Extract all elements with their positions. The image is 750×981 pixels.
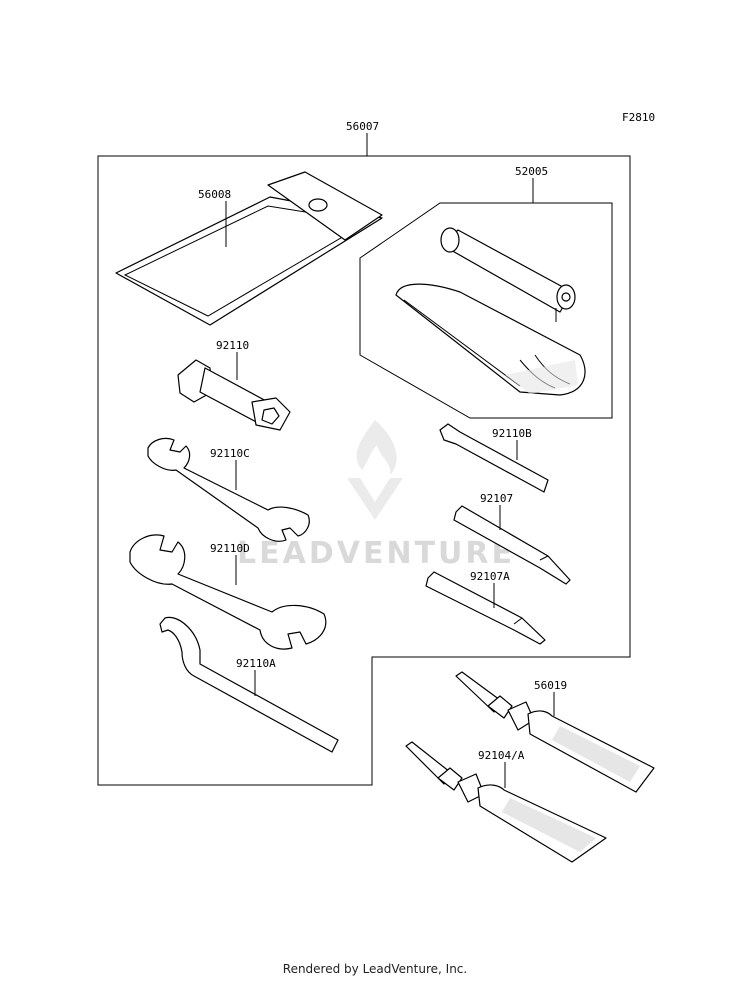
- callout-screwdriver: 92107: [480, 492, 513, 505]
- pump-and-bag: [395, 227, 586, 396]
- callout-grease-2: 92104/A: [478, 749, 525, 762]
- spark-plug-wrench: [177, 359, 291, 431]
- open-end-wrench-c: [147, 437, 310, 542]
- callout-kit: 56007: [346, 120, 379, 133]
- callout-wrench-a: 92110A: [236, 657, 276, 670]
- callout-pouch: 56008: [198, 188, 231, 201]
- watermark-text: LEADVENTURE: [237, 536, 515, 571]
- footer-credit: Rendered by LeadVenture, Inc.: [282, 962, 468, 976]
- callout-grease-1: 56019: [534, 679, 567, 692]
- callout-pump-kit: 52005: [515, 165, 548, 178]
- callout-plug-wrench: 92110: [216, 339, 249, 352]
- callout-wrench-d: 92110D: [210, 542, 250, 555]
- hex-key: [439, 423, 549, 493]
- figure-code: F2810: [622, 111, 655, 124]
- callout-screwdriver-a: 92107A: [470, 570, 510, 583]
- watermark-logo: [347, 420, 403, 520]
- grease-tube-1: [455, 671, 655, 793]
- callout-hex-key: 92110B: [492, 427, 532, 440]
- hook-spanner: [159, 616, 339, 753]
- screwdriver: [453, 505, 571, 585]
- kit-outline: [97, 155, 631, 786]
- screwdriver-a: [425, 571, 546, 645]
- open-end-wrench-d: [129, 534, 327, 650]
- tool-pouch: [115, 171, 383, 326]
- grease-tube-2: [405, 741, 607, 863]
- pump-kit-outline: [359, 202, 613, 419]
- callout-wrench-c: 92110C: [210, 447, 250, 460]
